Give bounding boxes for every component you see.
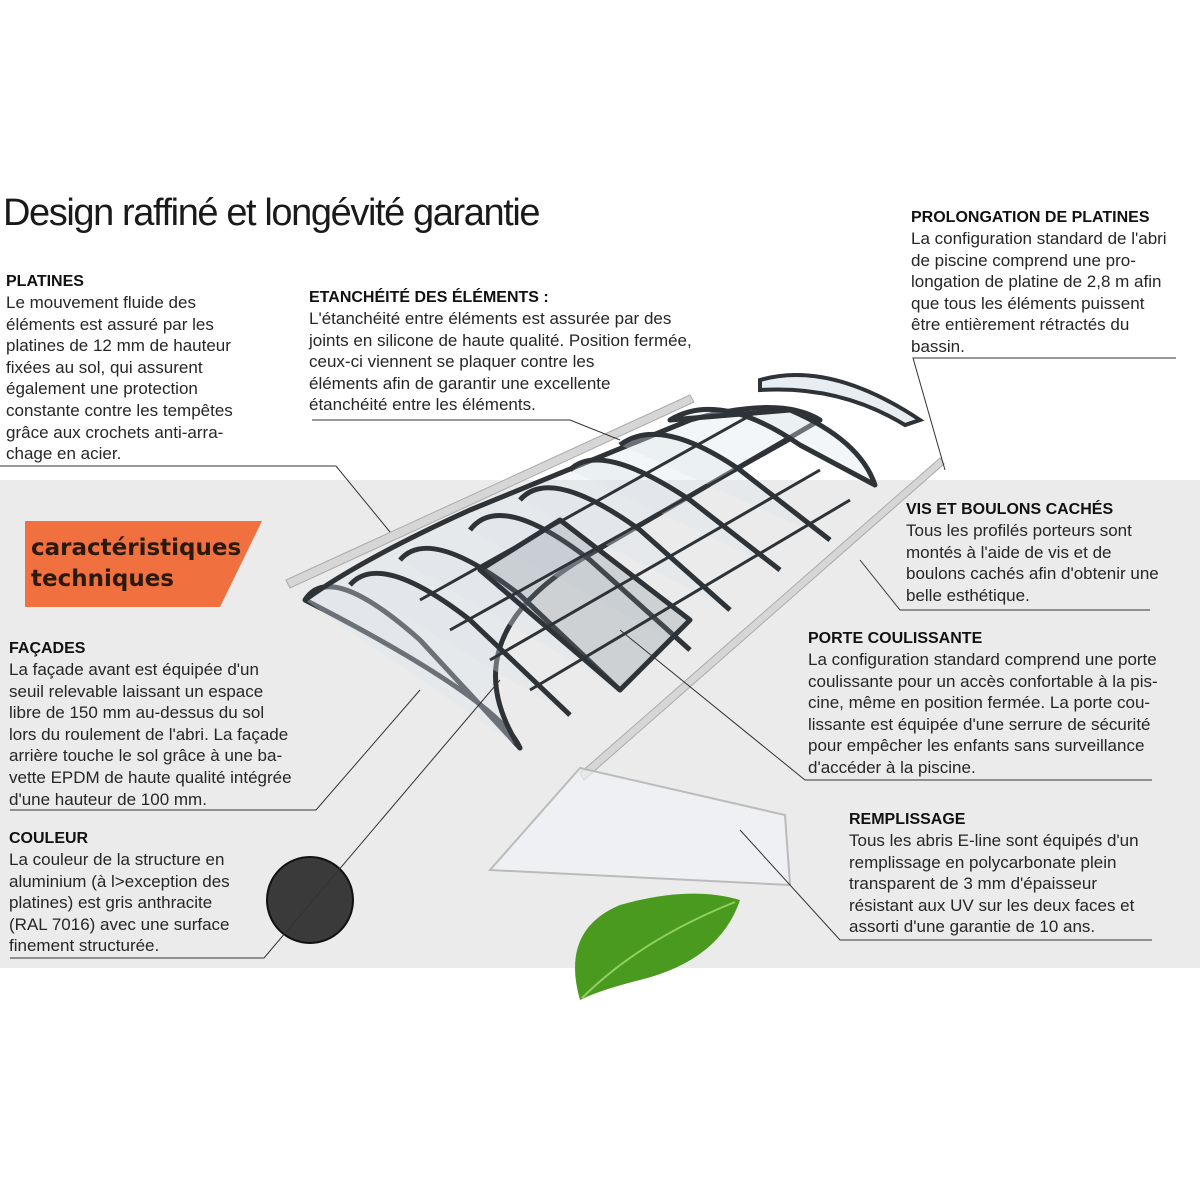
section-heading: PROLONGATION DE PLATINES — [911, 209, 1150, 226]
section-line: coulissante pour un accès confortable à … — [808, 671, 1158, 691]
section-line: L'étanchéité entre éléments est assurée … — [309, 309, 672, 328]
section-line: pour empêcher les enfants sans surveilla… — [808, 736, 1145, 756]
section-line: cine, même en position fermée. La porte … — [808, 693, 1151, 713]
section-line: La couleur de la structure en — [9, 850, 225, 869]
section-line: que tous les éléments puissent — [911, 293, 1145, 313]
section-line: assorti d'une garantie de 10 ans. — [849, 917, 1096, 937]
leaf-icon — [575, 893, 740, 1000]
section-line: résistant aux UV sur les deux faces et — [849, 895, 1135, 915]
section-heading: REMPLISSAGE — [849, 811, 966, 828]
section-vis: VIS ET BOULONS CACHÉS Tous les profilés … — [906, 500, 1159, 606]
section-line: Le mouvement fluide des — [6, 293, 196, 312]
section-line: être entièrement rétractés du — [911, 315, 1130, 335]
section-line: finement structurée. — [9, 936, 160, 956]
section-etancheite: ETANCHÉITÉ DES ÉLÉMENTS : L'étanchéité e… — [309, 288, 692, 416]
section-line: La façade avant est équipée d'un — [9, 660, 259, 679]
section-heading: PLATINES — [6, 273, 84, 290]
section-line: longation de platine de 2,8 m afin — [911, 272, 1162, 292]
front-facade — [758, 373, 925, 428]
section-line: (RAL 7016) avec une surface — [9, 914, 230, 934]
section-line: d'accéder à la piscine. — [808, 757, 976, 777]
section-line: chage en acier. — [6, 444, 122, 464]
section-line: ceux-ci viennent se plaquer contre les — [309, 352, 595, 372]
section-prolongation: PROLONGATION DE PLATINES La configuratio… — [911, 208, 1167, 358]
section-line: arrière touche le sol grâce à une ba- — [9, 746, 283, 766]
section-heading: FAÇADES — [9, 640, 86, 657]
tag-line-1: caractéristiques — [31, 535, 242, 561]
section-line: grâce aux crochets anti-arra- — [6, 422, 224, 442]
section-line: fixées au sol, qui assurent — [6, 357, 203, 377]
shelter-body — [302, 405, 878, 751]
tag-background — [25, 521, 262, 607]
section-line: d'une hauteur de 100 mm. — [9, 789, 207, 809]
section-line: constante contre les tempêtes — [6, 400, 233, 420]
section-line: étanchéité entre les éléments. — [309, 395, 536, 415]
section-line: lissante est équipée d'une serrure de sé… — [808, 714, 1151, 734]
section-heading: VIS ET BOULONS CACHÉS — [906, 501, 1114, 518]
section-line: de piscine comprend une pro- — [911, 250, 1136, 270]
section-line: éléments est assuré par les — [6, 314, 214, 334]
section-line: La configuration standard de l'abri — [911, 229, 1167, 248]
section-line: platines de 12 mm de hauteur — [6, 336, 231, 356]
section-porte: PORTE COULISSANTE La configuration stand… — [808, 629, 1158, 779]
section-line: transparent de 3 mm d'épaisseur — [849, 874, 1097, 894]
section-line: montés à l'aide de vis et de — [906, 542, 1112, 562]
page-title: Design raffiné et longévité garantie — [3, 192, 541, 234]
section-line: bassin. — [911, 336, 965, 356]
section-heading: COULEUR — [9, 830, 89, 847]
section-line: seuil relevable laissant un espace — [9, 681, 264, 701]
section-line: vette EPDM de haute qualité intégrée — [9, 767, 292, 787]
polycarbonate-panel — [487, 766, 792, 887]
section-line: également une protection — [6, 379, 198, 399]
section-heading: ETANCHÉITÉ DES ÉLÉMENTS : — [309, 289, 549, 306]
technical-features-tag: caractéristiques techniques — [31, 533, 241, 595]
section-line: La configuration standard comprend une p… — [808, 650, 1157, 669]
section-couleur: COULEUR La couleur de la structure en al… — [9, 829, 230, 957]
section-line: éléments afin de garantir une excellente — [309, 373, 611, 393]
tag-line-2: techniques — [31, 566, 174, 592]
rail-left — [285, 394, 695, 589]
section-facades: FAÇADES La façade avant est équipée d'un… — [9, 639, 292, 810]
section-line: joints en silicone de haute qualité. Pos… — [309, 330, 692, 350]
section-line: lors du roulement de l'abri. La façade — [9, 724, 289, 744]
section-remplissage: REMPLISSAGE Tous les abris E-line sont é… — [849, 810, 1139, 938]
section-line: remplissage en polycarbonate plein — [849, 852, 1117, 872]
section-line: Tous les abris E-line sont équipés d'un — [849, 831, 1139, 850]
section-line: boulons cachés afin d'obtenir une — [906, 564, 1159, 584]
anthracite-color-swatch — [266, 856, 354, 944]
section-line: libre de 150 mm au-dessus du sol — [9, 703, 265, 723]
leader-lines — [0, 357, 1176, 959]
section-line: aluminium (à l>exception des — [9, 871, 230, 891]
section-heading: PORTE COULISSANTE — [808, 630, 983, 647]
section-line: belle esthétique. — [906, 585, 1030, 605]
section-line: Tous les profilés porteurs sont — [906, 521, 1132, 540]
section-platines: PLATINES Le mouvement fluide des élément… — [6, 272, 233, 465]
section-line: platines) est gris anthracite — [9, 893, 213, 913]
